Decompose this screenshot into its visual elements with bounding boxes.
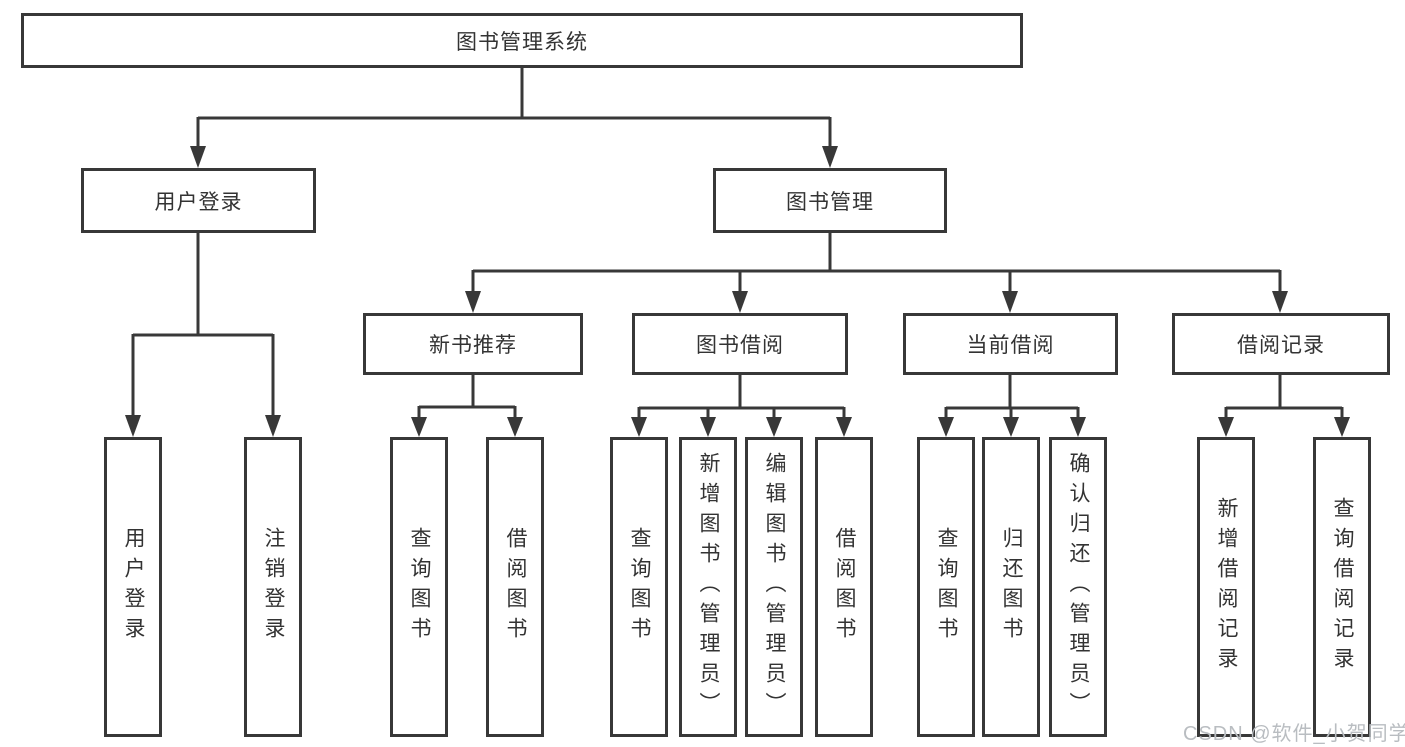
connector-book-mgmt bbox=[471, 233, 1282, 295]
node-book-borrow: 图书借阅 bbox=[632, 313, 848, 375]
leaf-query-borrow-record: 查询借阅记录 bbox=[1313, 437, 1371, 737]
connector-book-borrow bbox=[637, 375, 846, 421]
node-root: 图书管理系统 bbox=[21, 13, 1023, 68]
leaf-query-books-current: 查询图书 bbox=[917, 437, 975, 737]
connector-user-login bbox=[131, 233, 275, 419]
node-user-login: 用户登录 bbox=[81, 168, 316, 233]
connector-new-book bbox=[417, 375, 517, 421]
node-current-borrow: 当前借阅 bbox=[903, 313, 1118, 375]
leaf-query-books-borrow: 查询图书 bbox=[610, 437, 668, 737]
watermark: CSDN @软件_小贺同学 bbox=[1183, 723, 1405, 745]
leaf-borrow-books-recommend: 借阅图书 bbox=[486, 437, 544, 737]
leaf-query-books-recommend: 查询图书 bbox=[390, 437, 448, 737]
connector-borrow-records bbox=[1224, 375, 1344, 421]
node-borrow-records: 借阅记录 bbox=[1172, 313, 1390, 375]
connector-root bbox=[196, 68, 832, 150]
leaf-edit-book-admin: 编辑图书（管理员） bbox=[745, 437, 803, 737]
leaf-logout: 注销登录 bbox=[244, 437, 302, 737]
node-book-management: 图书管理 bbox=[713, 168, 947, 233]
leaf-add-book-admin: 新增图书（管理员） bbox=[679, 437, 737, 737]
node-new-book-recommend: 新书推荐 bbox=[363, 313, 583, 375]
leaf-confirm-return-admin: 确认归还（管理员） bbox=[1049, 437, 1107, 737]
leaf-borrow-books: 借阅图书 bbox=[815, 437, 873, 737]
connector-current-borrow bbox=[944, 375, 1080, 421]
leaf-user-login: 用户登录 bbox=[104, 437, 162, 737]
leaf-add-borrow-record: 新增借阅记录 bbox=[1197, 437, 1255, 737]
leaf-return-books: 归还图书 bbox=[982, 437, 1040, 737]
